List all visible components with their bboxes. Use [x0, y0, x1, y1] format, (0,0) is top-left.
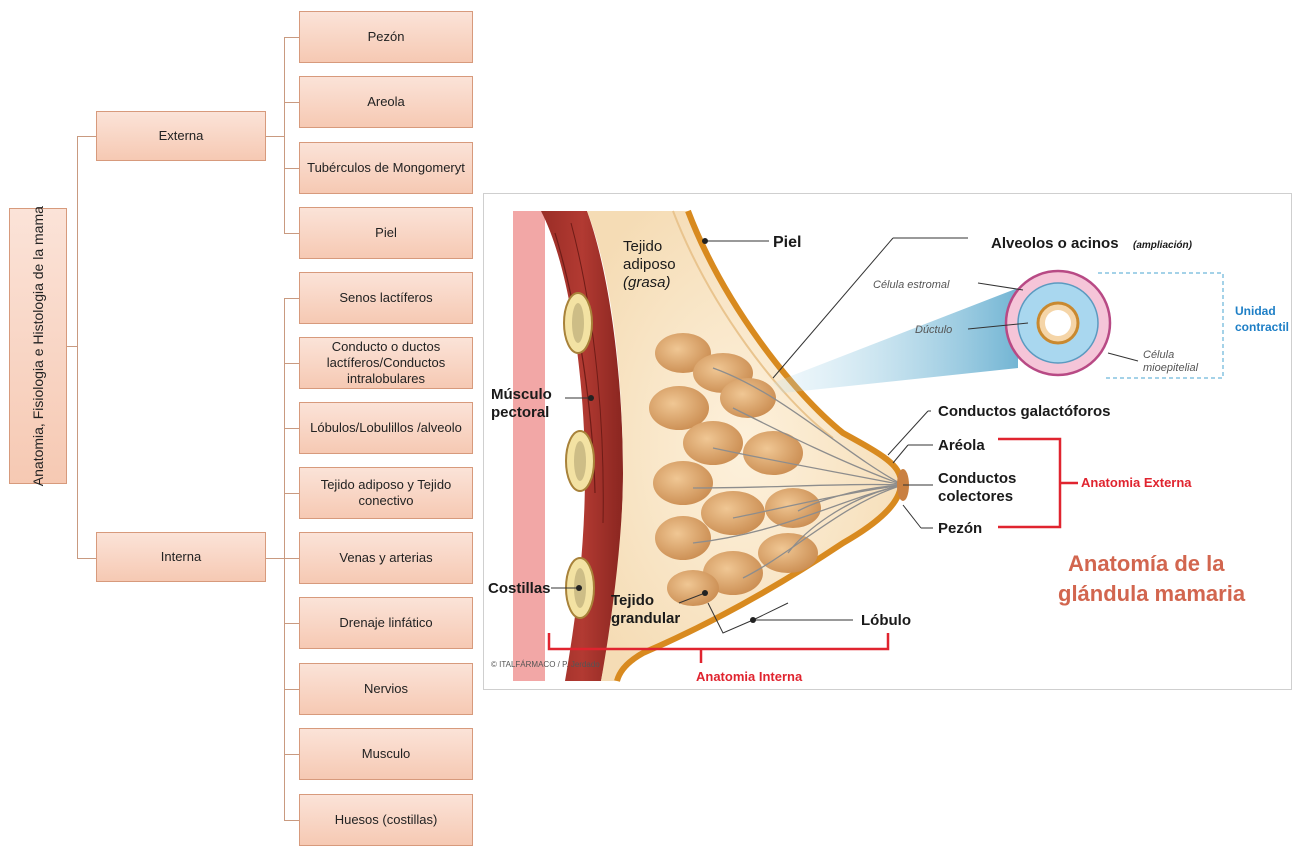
label-lobulo: Lóbulo: [861, 612, 911, 629]
tree-root-label: Anatomia, Fisiologia e Histologia de la …: [28, 206, 48, 486]
label-anatomia-interna: Anatomia Interna: [696, 669, 803, 684]
leaf-node: Musculo: [299, 728, 473, 780]
branch-externa: Externa: [96, 111, 266, 161]
chest-wall: [513, 211, 545, 681]
leaf-node: Tubérculos de Mongomeryt: [299, 142, 473, 194]
label-tejido-grandular-1: Tejido: [611, 592, 654, 609]
leaf-node: Venas y arterias: [299, 532, 473, 584]
rib-cross-sections: [564, 293, 594, 618]
label-tejido-adiposo-3: (grasa): [623, 274, 671, 291]
label-costillas: Costillas: [488, 580, 551, 597]
label-tejido-grandular-2: grandular: [611, 610, 680, 627]
connector-line: [284, 493, 299, 494]
leaf-label: Piel: [375, 225, 397, 241]
connector-line: [266, 558, 284, 559]
leaf-node: Senos lactíferos: [299, 272, 473, 324]
leaf-node: Conducto o ductos lactíferos/Conductos i…: [299, 337, 473, 389]
leaf-label: Venas y arterias: [339, 550, 432, 566]
label-ampliacion: (ampliación): [1133, 240, 1193, 251]
leaf-label: Musculo: [362, 746, 410, 762]
label-copyright: © ITALFÁRMACO / P. Jerdado: [491, 660, 600, 669]
connector-line: [266, 136, 284, 137]
leaf-node: Areola: [299, 76, 473, 128]
connector-line: [284, 298, 285, 820]
connector-line: [284, 102, 299, 103]
connector-line: [77, 136, 78, 558]
connector-line: [284, 689, 299, 690]
leaf-label: Areola: [367, 94, 405, 110]
label-celula-mio-1: Célula: [1143, 349, 1174, 361]
connector-line: [284, 37, 285, 233]
leaf-label: Nervios: [364, 681, 408, 697]
connector-line: [284, 623, 299, 624]
label-conductos-galactoforos: Conductos galactóforos: [938, 403, 1111, 420]
label-celula-estromal: Célula estromal: [873, 279, 950, 291]
leaf-label: Tubérculos de Mongomeryt: [307, 160, 465, 176]
label-unidad-2: contractil: [1235, 320, 1289, 334]
leaf-label: Lóbulos/Lobulillos /alveolo: [310, 420, 462, 436]
leaf-label: Huesos (costillas): [335, 812, 438, 828]
connector-line: [284, 558, 299, 559]
connector-line: [284, 37, 299, 38]
leaf-label: Drenaje linfático: [339, 615, 432, 631]
connector-line: [284, 363, 299, 364]
leaf-node: Lóbulos/Lobulillos /alveolo: [299, 402, 473, 454]
label-ductulo: Dúctulo: [915, 324, 952, 336]
connector-line: [284, 298, 299, 299]
leaf-node: Tejido adiposo y Tejido conectivo: [299, 467, 473, 519]
label-areola: Aréola: [938, 437, 985, 454]
leaf-node: Huesos (costillas): [299, 794, 473, 846]
label-conductos-colectores-1: Conductos: [938, 470, 1016, 487]
leaf-label: Senos lactíferos: [339, 290, 432, 306]
title-line-2: glándula mamaria: [1058, 581, 1246, 606]
branch-label: Interna: [161, 549, 201, 565]
alveolus-magnified: [1006, 271, 1110, 375]
label-tejido-adiposo-2: adiposo: [623, 256, 676, 273]
leaf-label: Tejido adiposo y Tejido conectivo: [306, 477, 466, 510]
breast-anatomy-illustration: Piel Alveolos o acinos Músculo pectoral …: [483, 193, 1292, 690]
leaf-node: Pezón: [299, 11, 473, 63]
connector-line: [67, 346, 77, 347]
label-piel: Piel: [773, 234, 801, 251]
leaf-node: Piel: [299, 207, 473, 259]
connector-line: [77, 136, 96, 137]
leaf-node: Drenaje linfático: [299, 597, 473, 649]
connector-line: [284, 820, 299, 821]
leaf-node: Nervios: [299, 663, 473, 715]
label-conductos-colectores-2: colectores: [938, 488, 1013, 505]
connector-line: [284, 428, 299, 429]
leaf-label: Pezón: [368, 29, 405, 45]
connector-line: [284, 754, 299, 755]
connector-line: [77, 558, 96, 559]
label-alveolos: Alveolos o acinos: [991, 235, 1119, 252]
leaf-label: Conducto o ductos lactíferos/Conductos i…: [306, 339, 466, 388]
title-line-1: Anatomía de la: [1068, 551, 1225, 576]
connector-line: [284, 233, 299, 234]
label-tejido-adiposo-1: Tejido: [623, 238, 662, 255]
branch-label: Externa: [159, 128, 204, 144]
label-pezon: Pezón: [938, 520, 982, 537]
label-anatomia-externa: Anatomia Externa: [1081, 475, 1192, 490]
label-musculo-1: Músculo: [491, 386, 552, 403]
tree-root-node: Anatomia, Fisiologia e Histologia de la …: [9, 208, 67, 484]
label-musculo-2: pectoral: [491, 404, 549, 421]
label-celula-mio-2: mioepitelial: [1143, 362, 1199, 374]
label-unidad-1: Unidad: [1235, 304, 1276, 318]
branch-interna: Interna: [96, 532, 266, 582]
connector-line: [284, 168, 299, 169]
